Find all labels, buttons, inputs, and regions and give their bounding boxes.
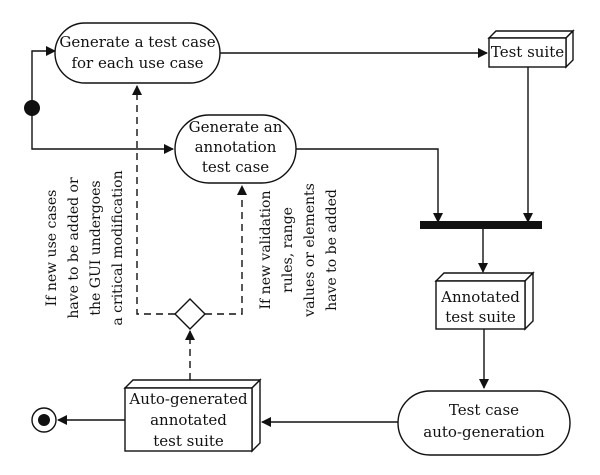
auto-generation-line-1: Test case bbox=[449, 401, 519, 419]
generate-annotation-node: Generate an annotation test case bbox=[174, 114, 297, 184]
generate-test-case-line-1: Generate a test case bbox=[59, 33, 215, 51]
auto-generated-suite-line-3: test suite bbox=[153, 432, 224, 450]
join-bar bbox=[420, 221, 542, 229]
test-case-auto-generation-node: Test case auto-generation bbox=[397, 390, 571, 456]
validation-condition-line-2: rules, range bbox=[280, 207, 296, 293]
use-case-condition-line-3: the GUI undergoes bbox=[88, 180, 104, 315]
dashed-flow-decision-to-generate-test-case bbox=[132, 85, 175, 315]
test-suite-label: Test suite bbox=[491, 43, 564, 61]
validation-condition-line-4: have to be added bbox=[324, 189, 340, 311]
auto-generated-suite-line-2: annotated bbox=[150, 411, 227, 429]
annotated-test-suite-object: Annotated test suite bbox=[434, 271, 535, 331]
validation-condition-label: If new validation rules, range values or… bbox=[258, 183, 340, 318]
validation-condition-line-3: values or elements bbox=[302, 183, 318, 318]
flow-initial-up bbox=[31, 46, 56, 108]
annotated-test-suite-line-1: Annotated bbox=[440, 288, 520, 306]
use-case-condition-line-1: If new use cases bbox=[44, 190, 60, 307]
annotated-test-suite-line-2: test suite bbox=[445, 308, 516, 326]
dashed-flow-decision-to-generate-annotation bbox=[205, 185, 247, 315]
generate-annotation-line-3: test case bbox=[202, 158, 269, 176]
generate-annotation-line-2: annotation bbox=[195, 138, 277, 156]
flow-initial-down bbox=[31, 108, 174, 154]
flow-annotation-to-bar bbox=[296, 148, 443, 223]
test-suite-object: Test suite bbox=[487, 29, 575, 69]
final-node bbox=[31, 407, 57, 433]
use-case-condition-line-4: a critical modification bbox=[110, 170, 126, 325]
auto-generation-line-2: auto-generation bbox=[423, 423, 545, 441]
use-case-condition-line-2: have to be added or bbox=[66, 177, 82, 319]
auto-generated-suite-object: Auto-generated annotated test suite bbox=[123, 378, 262, 453]
generate-test-case-line-2: for each use case bbox=[71, 54, 203, 72]
generate-annotation-line-1: Generate an bbox=[189, 118, 283, 136]
validation-condition-line-1: If new validation bbox=[258, 191, 274, 310]
generate-test-case-node: Generate a test case for each use case bbox=[54, 22, 221, 84]
auto-generated-suite-line-1: Auto-generated bbox=[128, 390, 248, 408]
use-case-condition-label: If new use cases have to be added or the… bbox=[44, 170, 126, 325]
decision-node bbox=[174, 298, 206, 330]
